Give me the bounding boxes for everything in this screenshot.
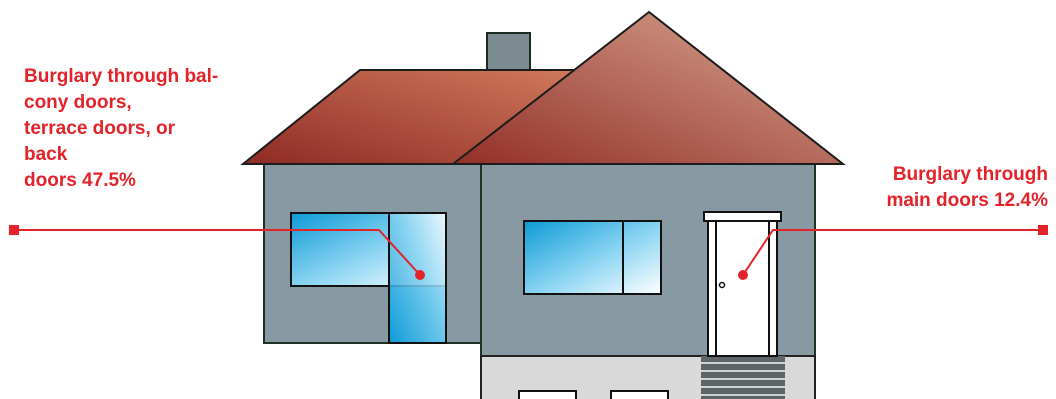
right-annotation-line: Burglary through <box>886 162 1048 188</box>
left-leader-dot <box>415 270 425 280</box>
basement-window-left <box>519 391 576 399</box>
door-canopy <box>704 212 781 221</box>
left-annotation-line: terrace doors, or <box>24 116 218 142</box>
left-annotation-line: cony doors, <box>24 90 218 116</box>
left-annotation-line: Burglary through bal- <box>24 64 218 90</box>
main-window <box>524 221 661 294</box>
basement-window-right <box>611 391 668 399</box>
entrance-steps <box>701 356 785 399</box>
chimney <box>487 33 530 71</box>
right-annotation-line: main doors 12.4% <box>886 188 1048 214</box>
left-annotation-line: doors 47.5% <box>24 168 218 194</box>
left-annotation-line: back <box>24 142 218 168</box>
right-leader-dot <box>738 270 748 280</box>
right-annotation: Burglary through main doors 12.4% <box>886 162 1048 214</box>
main-door <box>716 221 769 356</box>
left-annotation: Burglary through bal- cony doors, terrac… <box>24 64 218 194</box>
